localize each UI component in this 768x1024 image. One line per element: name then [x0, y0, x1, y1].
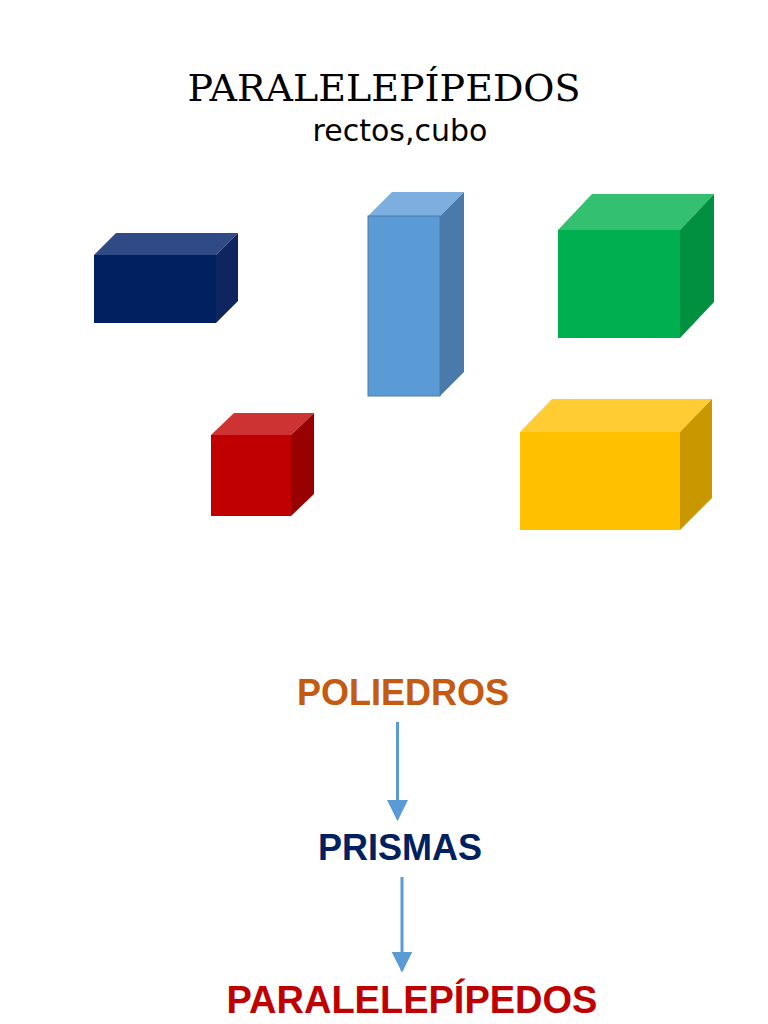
term-text: PARALELEPÍPEDOS: [227, 979, 598, 1022]
yellow-box: [520, 399, 712, 530]
hierarchy-term: POLIEDROS: [291, 670, 515, 716]
navy-box: [94, 233, 238, 323]
subtitle: rectos,cubo: [313, 113, 488, 148]
hierarchy-term: PRISMAS: [312, 825, 488, 871]
hierarchy-arrow: [396, 722, 399, 819]
term-text: POLIEDROS: [297, 672, 509, 714]
hierarchy-arrow: [400, 877, 403, 971]
title: PARALELEPÍPEDOS: [187, 66, 580, 110]
red-cube: [211, 413, 314, 516]
tall-blue-box: [368, 192, 464, 396]
green-cube: [558, 194, 714, 338]
hierarchy-term: PARALELEPÍPEDOS: [221, 977, 604, 1024]
term-text: PRISMAS: [318, 827, 482, 869]
